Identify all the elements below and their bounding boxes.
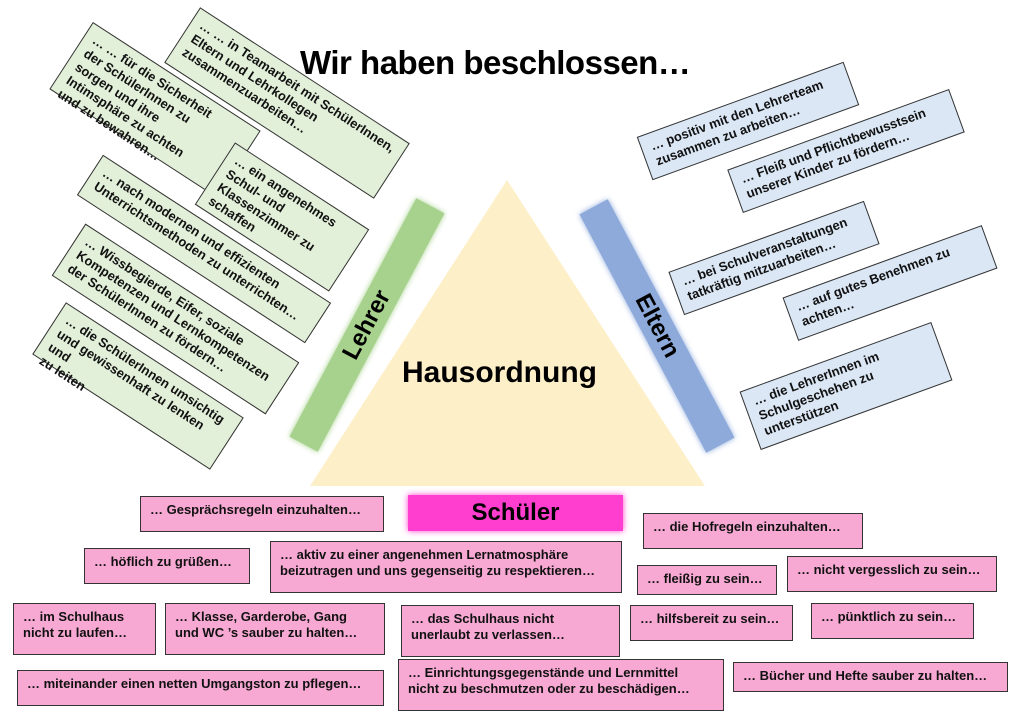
schueler-band: Schüler [408, 495, 623, 531]
schueler-card-einrichtung: … Einrichtungsgegenstände und Lernmittel… [398, 659, 724, 711]
schueler-card-puenktlich: … pünktlich zu sein… [811, 603, 974, 639]
schueler-card-buecher: … Bücher und Hefte sauber zu halten… [733, 662, 1008, 692]
schueler-card-lernatmosphaere: … aktiv zu einer angenehmen Lernatmosphä… [270, 541, 622, 593]
schueler-label: Schüler [471, 499, 560, 526]
schueler-card-laufen: … im Schulhaus nicht zu laufen… [13, 603, 156, 655]
schueler-card-gruessen: … höflich zu grüßen… [84, 548, 250, 584]
schueler-card-vergesslich: … nicht vergesslich zu sein… [787, 556, 997, 592]
schueler-card-gespraechsregeln: … Gesprächsregeln einzuhalten… [140, 496, 384, 532]
schueler-card-hilfsbereit: … hilfsbereit zu sein… [630, 605, 793, 641]
triangle-shape [310, 180, 705, 486]
page-title: Wir haben beschlossen… [300, 44, 691, 81]
schueler-card-fleissig: … fleißig zu sein… [637, 565, 777, 595]
eltern-card-unterstuetzen: … die LehrerInnen im Schulgeschehen zu u… [739, 321, 953, 451]
hausordnung-triangle [310, 180, 705, 486]
schueler-card-sauber-halten: … Klasse, Garderobe, Gang und WC ’s saub… [165, 603, 385, 655]
hausordnung-label: Hausordnung [402, 356, 597, 389]
schueler-card-schulhaus-verlassen: … das Schulhaus nicht unerlaubt zu verla… [401, 605, 620, 657]
schueler-card-umgangston: … miteinander einen netten Umgangston zu… [17, 670, 384, 706]
schueler-card-hofregeln: … die Hofregeln einzuhalten… [643, 513, 863, 549]
